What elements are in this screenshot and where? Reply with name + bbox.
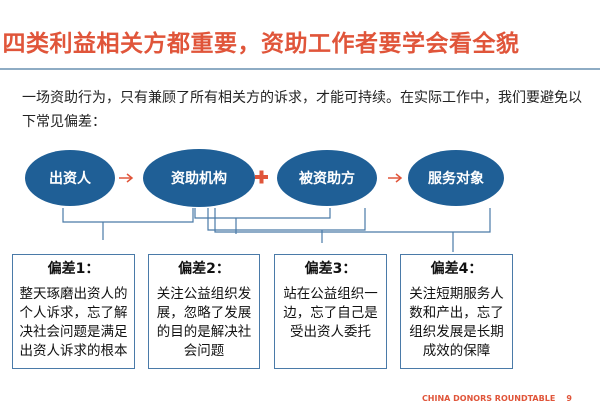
slide-title: 四类利益相关方都重要，资助工作者要学会看全貌 — [2, 31, 520, 57]
bias-text: 整天琢磨出资人的个人诉求，忘了解决社会问题是满足出资人诉求的根本 — [19, 286, 128, 359]
bracket-1 — [62, 208, 194, 240]
node-grantee: 被资助方 — [277, 150, 377, 206]
bias-text: 关注短期服务人数和产出，忘了组织发展是长期成效的保障 — [409, 286, 504, 359]
footer: CHINA DONORS ROUNDTABLE 9 — [422, 394, 572, 403]
bracket-3 — [207, 208, 366, 243]
intro-text: 一场资助行为，只有兼顾了所有相关方的诉求，才能可持续。在实际工作中，我们要避免以… — [22, 90, 582, 130]
bias-heading: 偏差4： — [430, 261, 483, 277]
bias-text: 关注公益组织发展，忽略了发展的目的是解决社会问题 — [156, 286, 252, 359]
bias-heading: 偏差2： — [178, 261, 230, 277]
node-beneficiary: 服务对象 — [408, 150, 504, 206]
bias-text: 站在公益组织一边，忘了自己是受出资人委托 — [283, 286, 378, 340]
arrow-icon — [388, 173, 403, 183]
bias-card-1: 偏差1： 整天琢磨出资人的个人诉求，忘了解决社会问题是满足出资人诉求的根本 — [12, 254, 135, 369]
svg-text:资助机构: 资助机构 — [171, 170, 227, 187]
svg-text:服务对象: 服务对象 — [428, 170, 484, 187]
arrow-icon — [119, 173, 134, 183]
bias-card-4: 偏差4： 关注短期服务人数和产出，忘了组织发展是长期成效的保障 — [400, 254, 513, 369]
footer-org: CHINA DONORS ROUNDTABLE — [421, 394, 556, 403]
svg-text:出资人: 出资人 — [49, 170, 92, 187]
bias-heading: 偏差1： — [47, 261, 100, 277]
bias-heading: 偏差3： — [304, 261, 357, 277]
node-foundation: 资助机构 — [143, 149, 255, 207]
svg-text:被资助方: 被资助方 — [299, 170, 355, 187]
title-divider — [0, 68, 600, 70]
node-funder: 出资人 — [25, 150, 115, 206]
page-number: 9 — [566, 394, 572, 403]
plus-icon — [255, 170, 268, 184]
bracket-4 — [214, 208, 491, 252]
bias-card-3: 偏差3： 站在公益组织一边，忘了自己是受出资人委托 — [274, 254, 387, 369]
bracket-2 — [194, 208, 331, 234]
bias-card-2: 偏差2： 关注公益组织发展，忽略了发展的目的是解决社会问题 — [148, 254, 260, 369]
